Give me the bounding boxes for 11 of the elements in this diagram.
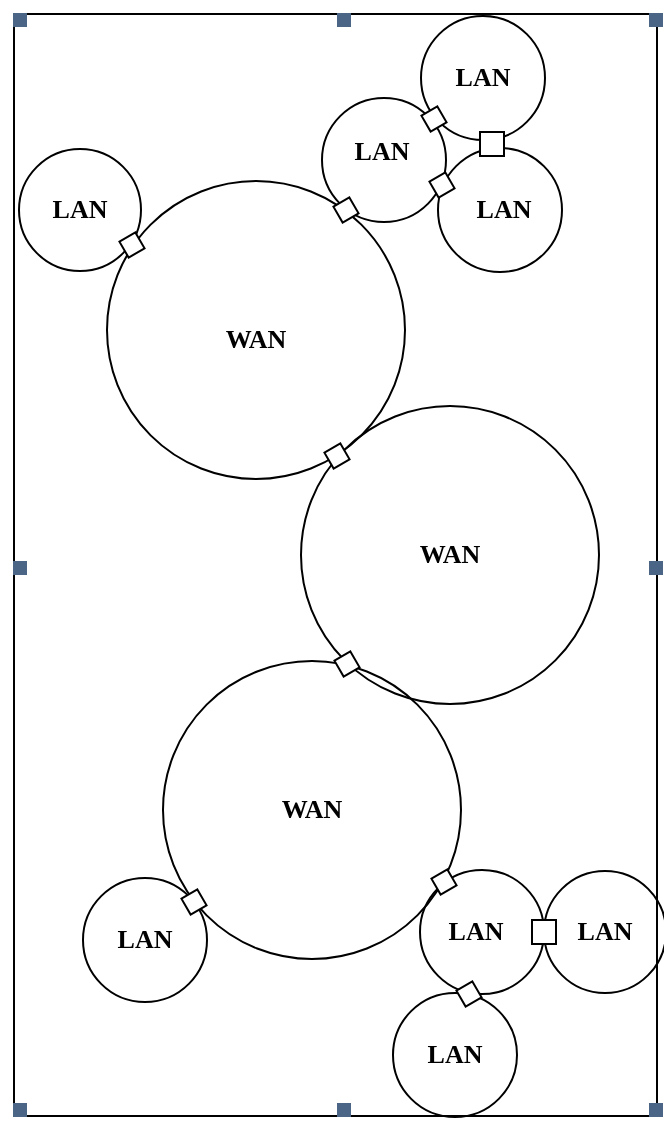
network-label: LAN (354, 137, 410, 167)
network-label: LAN (577, 917, 633, 947)
network-label: LAN (427, 1040, 483, 1070)
network-label: LAN (455, 63, 511, 93)
network-label: WAN (419, 540, 481, 570)
network-label: WAN (225, 325, 287, 355)
network-label: LAN (52, 195, 108, 225)
network-label: WAN (281, 795, 343, 825)
network-label: LAN (448, 917, 504, 947)
network-label: LAN (476, 195, 532, 225)
network-label: LAN (117, 925, 173, 955)
